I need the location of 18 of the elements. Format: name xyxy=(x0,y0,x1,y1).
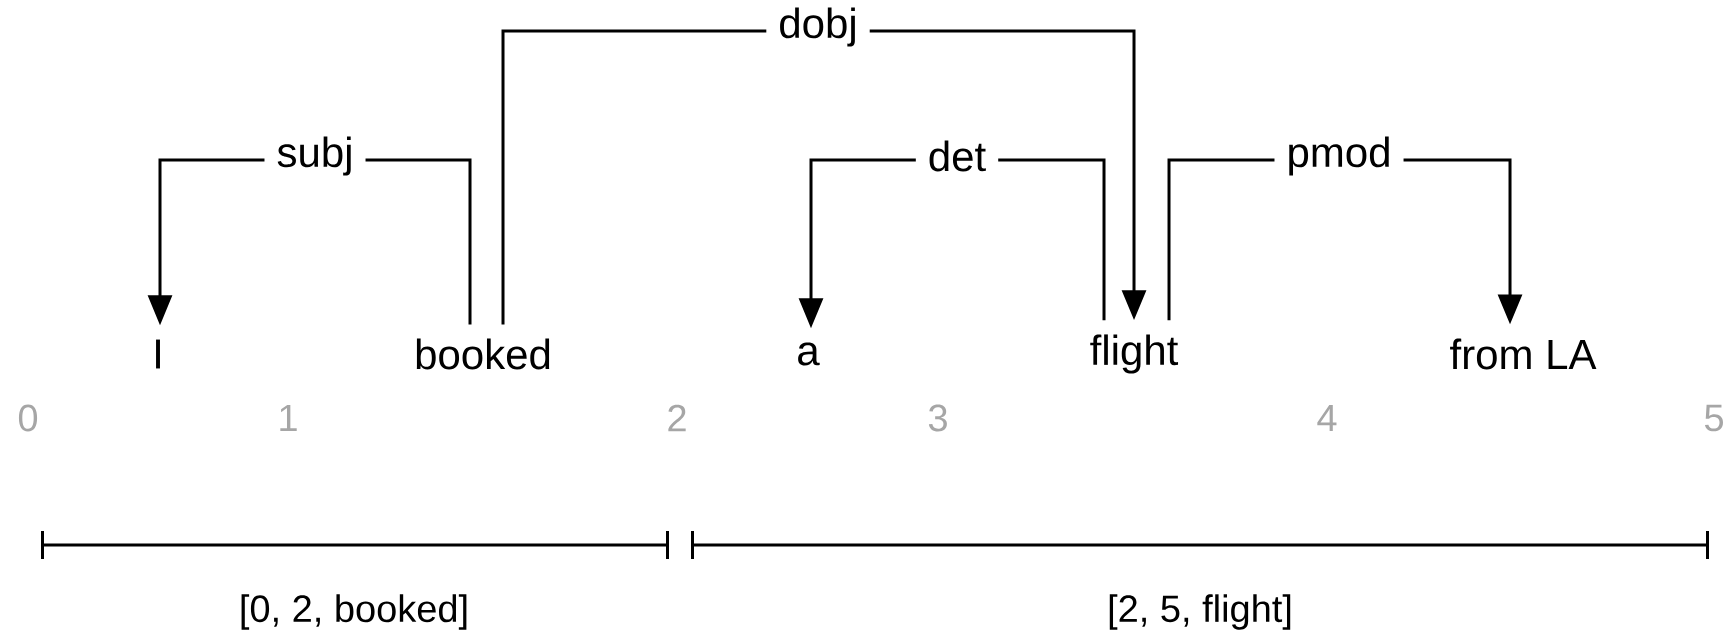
word: I xyxy=(156,339,160,369)
edge-label: subj xyxy=(264,134,366,178)
position-number: 1 xyxy=(280,404,297,432)
span-label: [0, 2, booked] xyxy=(241,594,467,630)
word: flight xyxy=(1090,334,1179,374)
word: a xyxy=(798,342,820,366)
arrow xyxy=(501,29,1147,325)
position-number: 3 xyxy=(928,404,947,432)
position-number: 4 xyxy=(1317,404,1337,432)
position-number: 5 xyxy=(1704,404,1723,432)
word: from LA xyxy=(1450,338,1597,370)
span-label: [2, 5, flight] xyxy=(1109,594,1291,630)
edge-label: pmod xyxy=(1274,134,1404,178)
position-number: 2 xyxy=(668,404,686,432)
word: booked xyxy=(416,338,550,370)
edge-label: det xyxy=(915,138,999,174)
edge-label: dobj xyxy=(766,5,870,49)
position-number: 0 xyxy=(18,404,38,432)
